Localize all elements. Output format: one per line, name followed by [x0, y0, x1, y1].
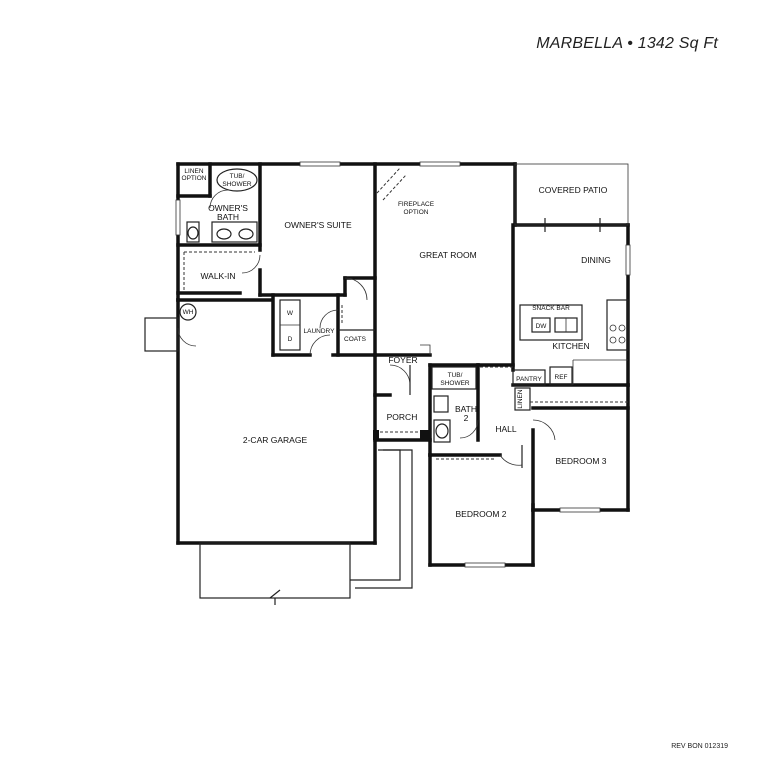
garage-label: 2-CAR GARAGE: [243, 435, 308, 445]
dining-label: DINING: [581, 255, 611, 265]
linen-option-label-1: LINEN: [184, 168, 203, 175]
owners-bath-fixtures: [183, 168, 261, 290]
bedroom2-label: BEDROOM 2: [455, 509, 506, 519]
bath2-fixtures: [431, 366, 479, 443]
laundry-fixtures: [144, 277, 368, 356]
revision-code: REV BON 012319: [671, 743, 728, 750]
owners-bath-label-2: BATH: [217, 212, 239, 222]
plan-title: MARBELLA • 1342 Sq Ft: [536, 35, 718, 52]
dishwasher-label: DW: [536, 323, 548, 330]
owners-bath-label-1: OWNER'S: [208, 203, 248, 213]
walk-in-label: WALK-IN: [200, 271, 235, 281]
bath2-label-1: BATH: [455, 404, 477, 414]
water-heater-label: WH: [183, 309, 194, 316]
tub-shower-label-2a: TUB/: [448, 372, 463, 379]
pantry-label: PANTRY: [516, 376, 542, 383]
washer-label: W: [287, 310, 294, 317]
laundry-label: LAUNDRY: [304, 328, 336, 335]
bedroom3-label: BEDROOM 3: [555, 456, 606, 466]
hall-doors: [436, 387, 628, 468]
tub-shower-label-1b: SHOWER: [222, 181, 252, 188]
windows: [175, 161, 631, 568]
great-room-label: GREAT ROOM: [419, 250, 476, 260]
snack-bar-label: SNACK BAR: [532, 305, 570, 312]
foyer-porch: [373, 344, 431, 440]
linen-label: LINEN: [517, 389, 524, 408]
covered-patio-area: [514, 163, 629, 232]
foyer-label: FOYER: [388, 355, 417, 365]
linen-option-label-2: OPTION: [182, 175, 207, 182]
fireplace-label-2: OPTION: [404, 209, 429, 216]
interior-walls: [176, 162, 377, 357]
owners-suite-label: OWNER'S SUITE: [284, 220, 352, 230]
tub-shower-label-2b: SHOWER: [440, 380, 470, 387]
garage-driveway: [199, 449, 413, 605]
fireplace-label-1: FIREPLACE: [398, 201, 435, 208]
porch-label: PORCH: [387, 412, 418, 422]
hall-label: HALL: [495, 424, 517, 434]
tub-shower-label-1a: TUB/: [230, 173, 245, 180]
coats-label: COATS: [344, 336, 367, 343]
fireplace-symbol: [376, 167, 407, 201]
kitchen-label: KITCHEN: [552, 341, 589, 351]
kitchen-fixtures: [480, 299, 629, 386]
dryer-label: D: [288, 336, 293, 343]
refrigerator-label: REF: [555, 374, 568, 381]
covered-patio-label: COVERED PATIO: [539, 185, 608, 195]
bath2-label-2: 2: [464, 413, 469, 423]
